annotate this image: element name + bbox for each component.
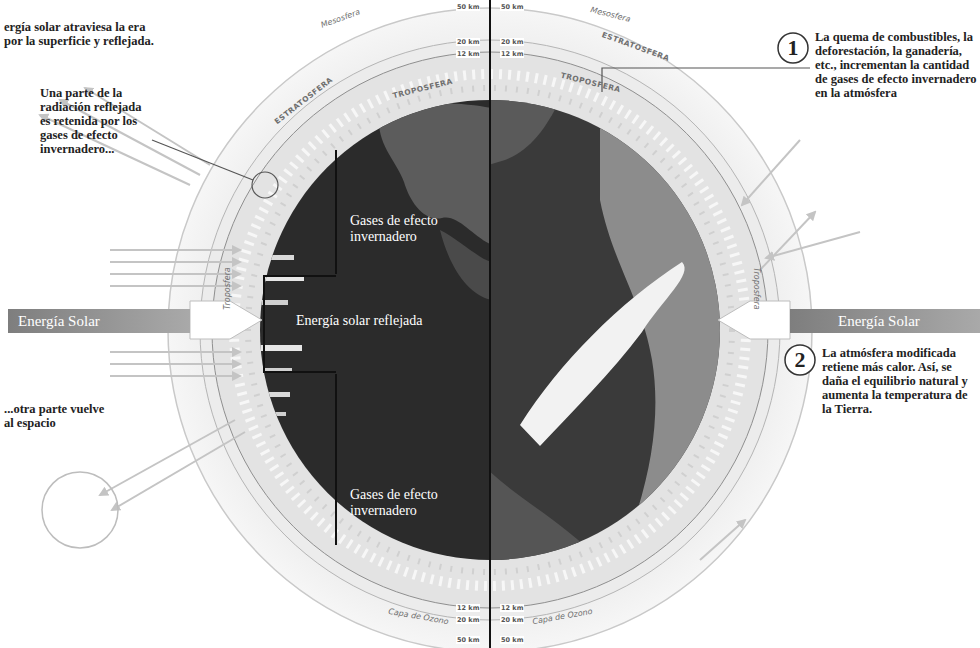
earth-label: Energía solar reflejada (296, 313, 476, 329)
altitude-mark: 20 km (500, 616, 524, 624)
altitude-mark: 20 km (456, 38, 480, 46)
annotation-text: La atmósfera modificada retiene más calo… (822, 346, 974, 416)
altitude-mark: 12 km (500, 604, 524, 612)
layer-label: Mesosfera (590, 5, 632, 24)
annotation-text: Una parte de la radiación reflejada es r… (40, 86, 152, 156)
callout-number: 2 (785, 345, 815, 375)
earth-label: Gases de efecto invernadero (350, 213, 442, 245)
altitude-mark: 20 km (500, 38, 524, 46)
altitude-mark: 50 km (500, 3, 524, 11)
layer-label: TROPOSFERA (392, 77, 454, 101)
altitude-mark: 12 km (456, 50, 480, 58)
layer-label: Mesosfera (320, 7, 362, 29)
altitude-mark: 50 km (500, 636, 524, 644)
annotation-text: ...otra parte vuelve al espacio (4, 402, 114, 430)
layer-label: ESTRATOSFERA (273, 75, 335, 126)
solar-energy-bar: Energía Solar (8, 309, 190, 333)
annotation-text: La quema de combustibles, la deforestaci… (815, 30, 977, 100)
layer-label: ESTRATOSFERA (601, 30, 671, 63)
layer-label: Troposfera (223, 267, 232, 310)
altitude-mark: 12 km (500, 50, 524, 58)
layer-label: Capa de Ozono (388, 607, 450, 626)
layer-label: Capa de Ozono (532, 607, 594, 626)
altitude-mark: 20 km (456, 616, 480, 624)
layer-label: Troposfera (752, 267, 761, 310)
altitude-mark: 12 km (456, 604, 480, 612)
annotation-text: ergía solar atraviesa la era por la supe… (4, 20, 164, 48)
earth-label: Gases de efecto invernadero (350, 487, 442, 519)
solar-energy-bar: Energía Solar (790, 309, 980, 333)
altitude-mark: 50 km (456, 636, 480, 644)
layer-label: TROPOSFERA (560, 71, 622, 95)
bar-text: Energía Solar (18, 312, 100, 330)
callout-number: 1 (778, 33, 808, 63)
altitude-mark: 50 km (456, 3, 480, 11)
bar-text: Energía Solar (838, 312, 920, 330)
